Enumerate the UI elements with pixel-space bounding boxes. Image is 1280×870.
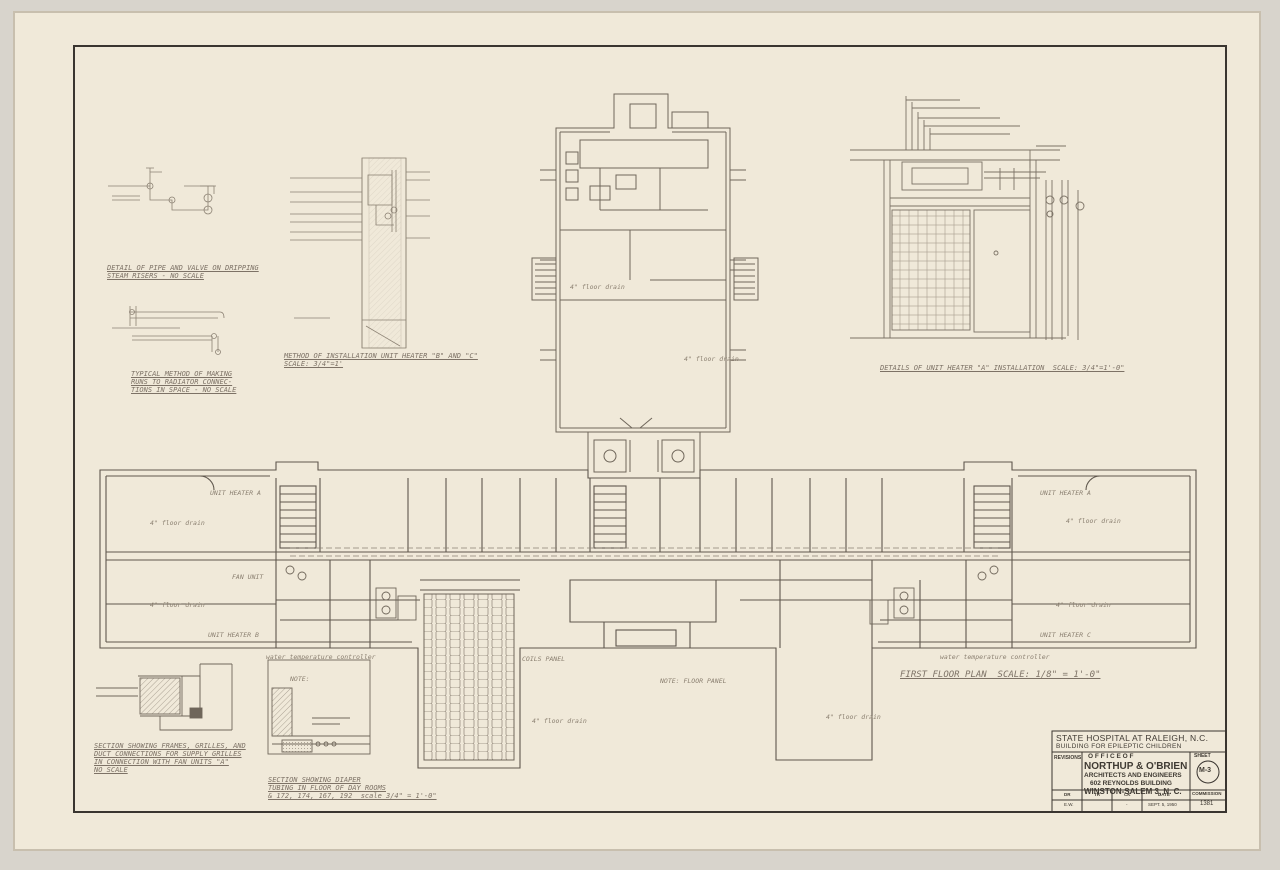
dr-value: E.W. xyxy=(1064,802,1074,807)
ck-label: CK xyxy=(1124,792,1131,797)
label-floor-drain-3: 4" floor drain xyxy=(150,601,205,609)
detail-radiator-connection xyxy=(112,306,225,355)
label-unit-heater-a-left: UNIT HEATER A xyxy=(210,489,261,497)
plan-north-wing xyxy=(531,93,759,433)
firm-name: NORTHUP & O'BRIEN xyxy=(1084,761,1188,772)
label-floor-drain-7: 4" floor drain xyxy=(826,713,881,721)
label-fan-unit: FAN UNIT xyxy=(232,573,264,581)
detail-unit-heater-a xyxy=(850,96,1085,340)
dr-label: DR xyxy=(1064,792,1071,797)
detail-unit-heater-bc xyxy=(290,157,430,349)
title-method-install: METHOD OF INSTALLATION UNIT HEATER "B" A… xyxy=(284,352,478,368)
firm-address: 602 REYNOLDS BUILDING xyxy=(1090,780,1172,787)
title-detail-b: TYPICAL METHOD OF MAKING RUNS TO RADIATO… xyxy=(131,370,237,394)
firm-type: ARCHITECTS AND ENGINEERS xyxy=(1084,772,1182,779)
equipment-left xyxy=(285,565,417,621)
sheet-number-circle xyxy=(1196,760,1220,784)
title-section-grilles: SECTION SHOWING FRAMES, GRILLES, AND DUC… xyxy=(94,742,246,774)
paper xyxy=(13,11,1261,851)
sheet-border xyxy=(73,45,1227,813)
label-coil-panel: COILS PANEL xyxy=(522,655,566,663)
equipment-right xyxy=(869,565,999,625)
label-unit-heater-c: UNIT HEATER C xyxy=(1040,631,1091,639)
label-water-temp-left: water temperature controller xyxy=(266,653,376,661)
revisions-label: REVISIONS xyxy=(1054,755,1082,761)
title-first-floor-plan: FIRST FLOOR PLAN SCALE: 1/8" = 1'-0" xyxy=(900,670,1101,680)
title-section-diaper: SECTION SHOWING DIAPER TUBING IN FLOOR O… xyxy=(268,776,437,800)
label-floor-drain-1: 4" floor drain xyxy=(150,519,205,527)
commission-label: COMMISSION xyxy=(1192,791,1222,796)
label-floor-drain-4: 4" floor drain xyxy=(1056,601,1111,609)
label-floor-drain-5: 4" floor drain xyxy=(570,283,625,291)
title-block: STATE HOSPITAL AT RALEIGH, N.C. BUILDING… xyxy=(1052,731,1226,811)
label-note: NOTE: xyxy=(290,675,310,683)
section-grilles xyxy=(96,663,233,731)
title-block-frame xyxy=(1051,730,1227,813)
commission-number: 1381 xyxy=(1200,801,1214,807)
date-value: SEPT. 5, 1950 xyxy=(1148,802,1177,807)
coil-panel xyxy=(423,593,515,761)
label-water-temp-right: water temperature controller xyxy=(940,653,1050,661)
label-floor-drain-6: 4" floor drain xyxy=(684,355,739,363)
label-floor-panel-note: NOTE: FLOOR PANEL xyxy=(660,677,727,685)
sheet-label: SHEET xyxy=(1194,753,1211,759)
detail-pipe-valve xyxy=(108,167,216,215)
label-unit-heater-b: UNIT HEATER B xyxy=(208,631,259,639)
project-line-2: BUILDING FOR EPILEPTIC CHILDREN xyxy=(1056,743,1182,750)
sheet-number: M-3 xyxy=(1199,767,1212,774)
pipe-run xyxy=(290,547,1000,557)
ck-value: - xyxy=(1126,802,1128,807)
office-of: O F F I C E O F xyxy=(1088,753,1134,760)
tr-label: TR xyxy=(1094,792,1100,797)
label-floor-drain-8: 4" floor drain xyxy=(532,717,587,725)
project-line-1: STATE HOSPITAL AT RALEIGH, N.C. xyxy=(1056,733,1209,743)
title-detail-a: DETAIL OF PIPE AND VALVE ON DRIPPING STE… xyxy=(107,264,259,280)
section-diaper xyxy=(267,659,371,755)
firm-city: WINSTON-SALEM 3, N. C. xyxy=(1084,787,1182,796)
title-unit-heater-a-detail: DETAILS OF UNIT HEATER "A" INSTALLATION … xyxy=(880,364,1125,372)
label-unit-heater-a-right: UNIT HEATER A xyxy=(1040,489,1091,497)
date-label: DATE xyxy=(1158,792,1170,797)
label-floor-drain-2: 4" floor drain xyxy=(1066,517,1121,525)
